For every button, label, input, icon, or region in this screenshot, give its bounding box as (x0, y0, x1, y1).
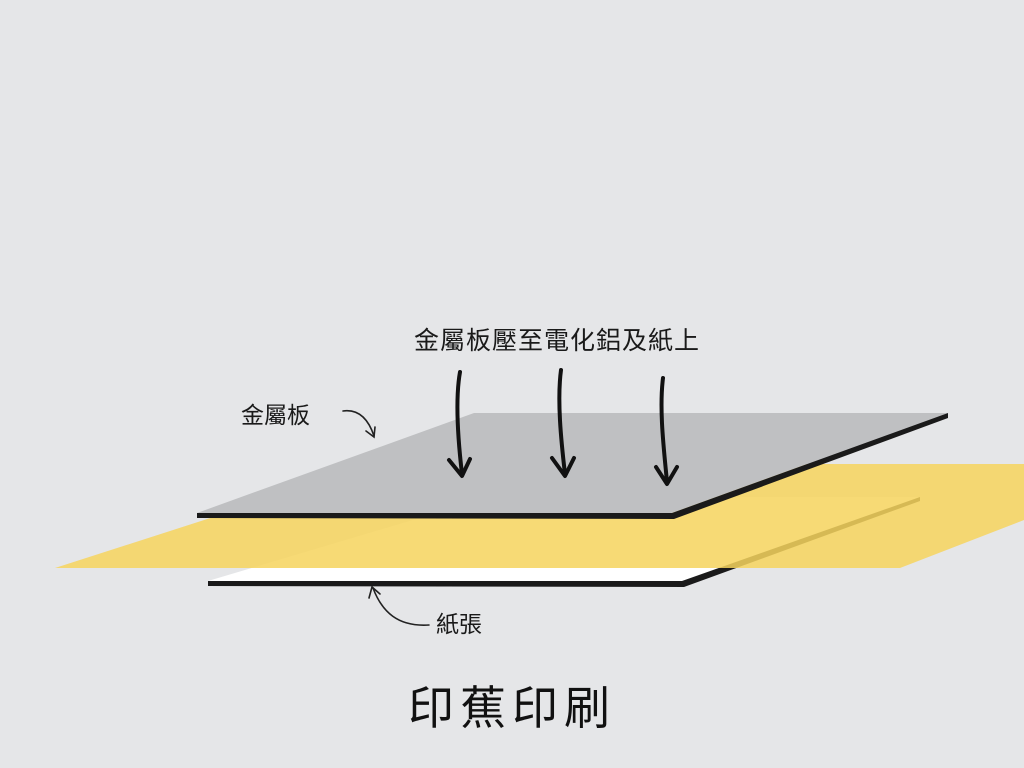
paper-pointer-arrow-icon (368, 585, 430, 626)
paper-label: 紙張 (436, 612, 482, 638)
diagram-title: 印蕉印刷 (408, 681, 616, 735)
press-label: 金屬板壓至電化鋁及紙上 (414, 326, 701, 355)
press-arrows (447, 368, 679, 486)
plate-pointer-arrow-icon (342, 409, 376, 439)
down-arrow-icon (550, 368, 576, 478)
down-arrow-icon (654, 376, 679, 486)
down-arrow-icon (447, 370, 472, 478)
metal-plate-label: 金屬板 (241, 403, 310, 429)
